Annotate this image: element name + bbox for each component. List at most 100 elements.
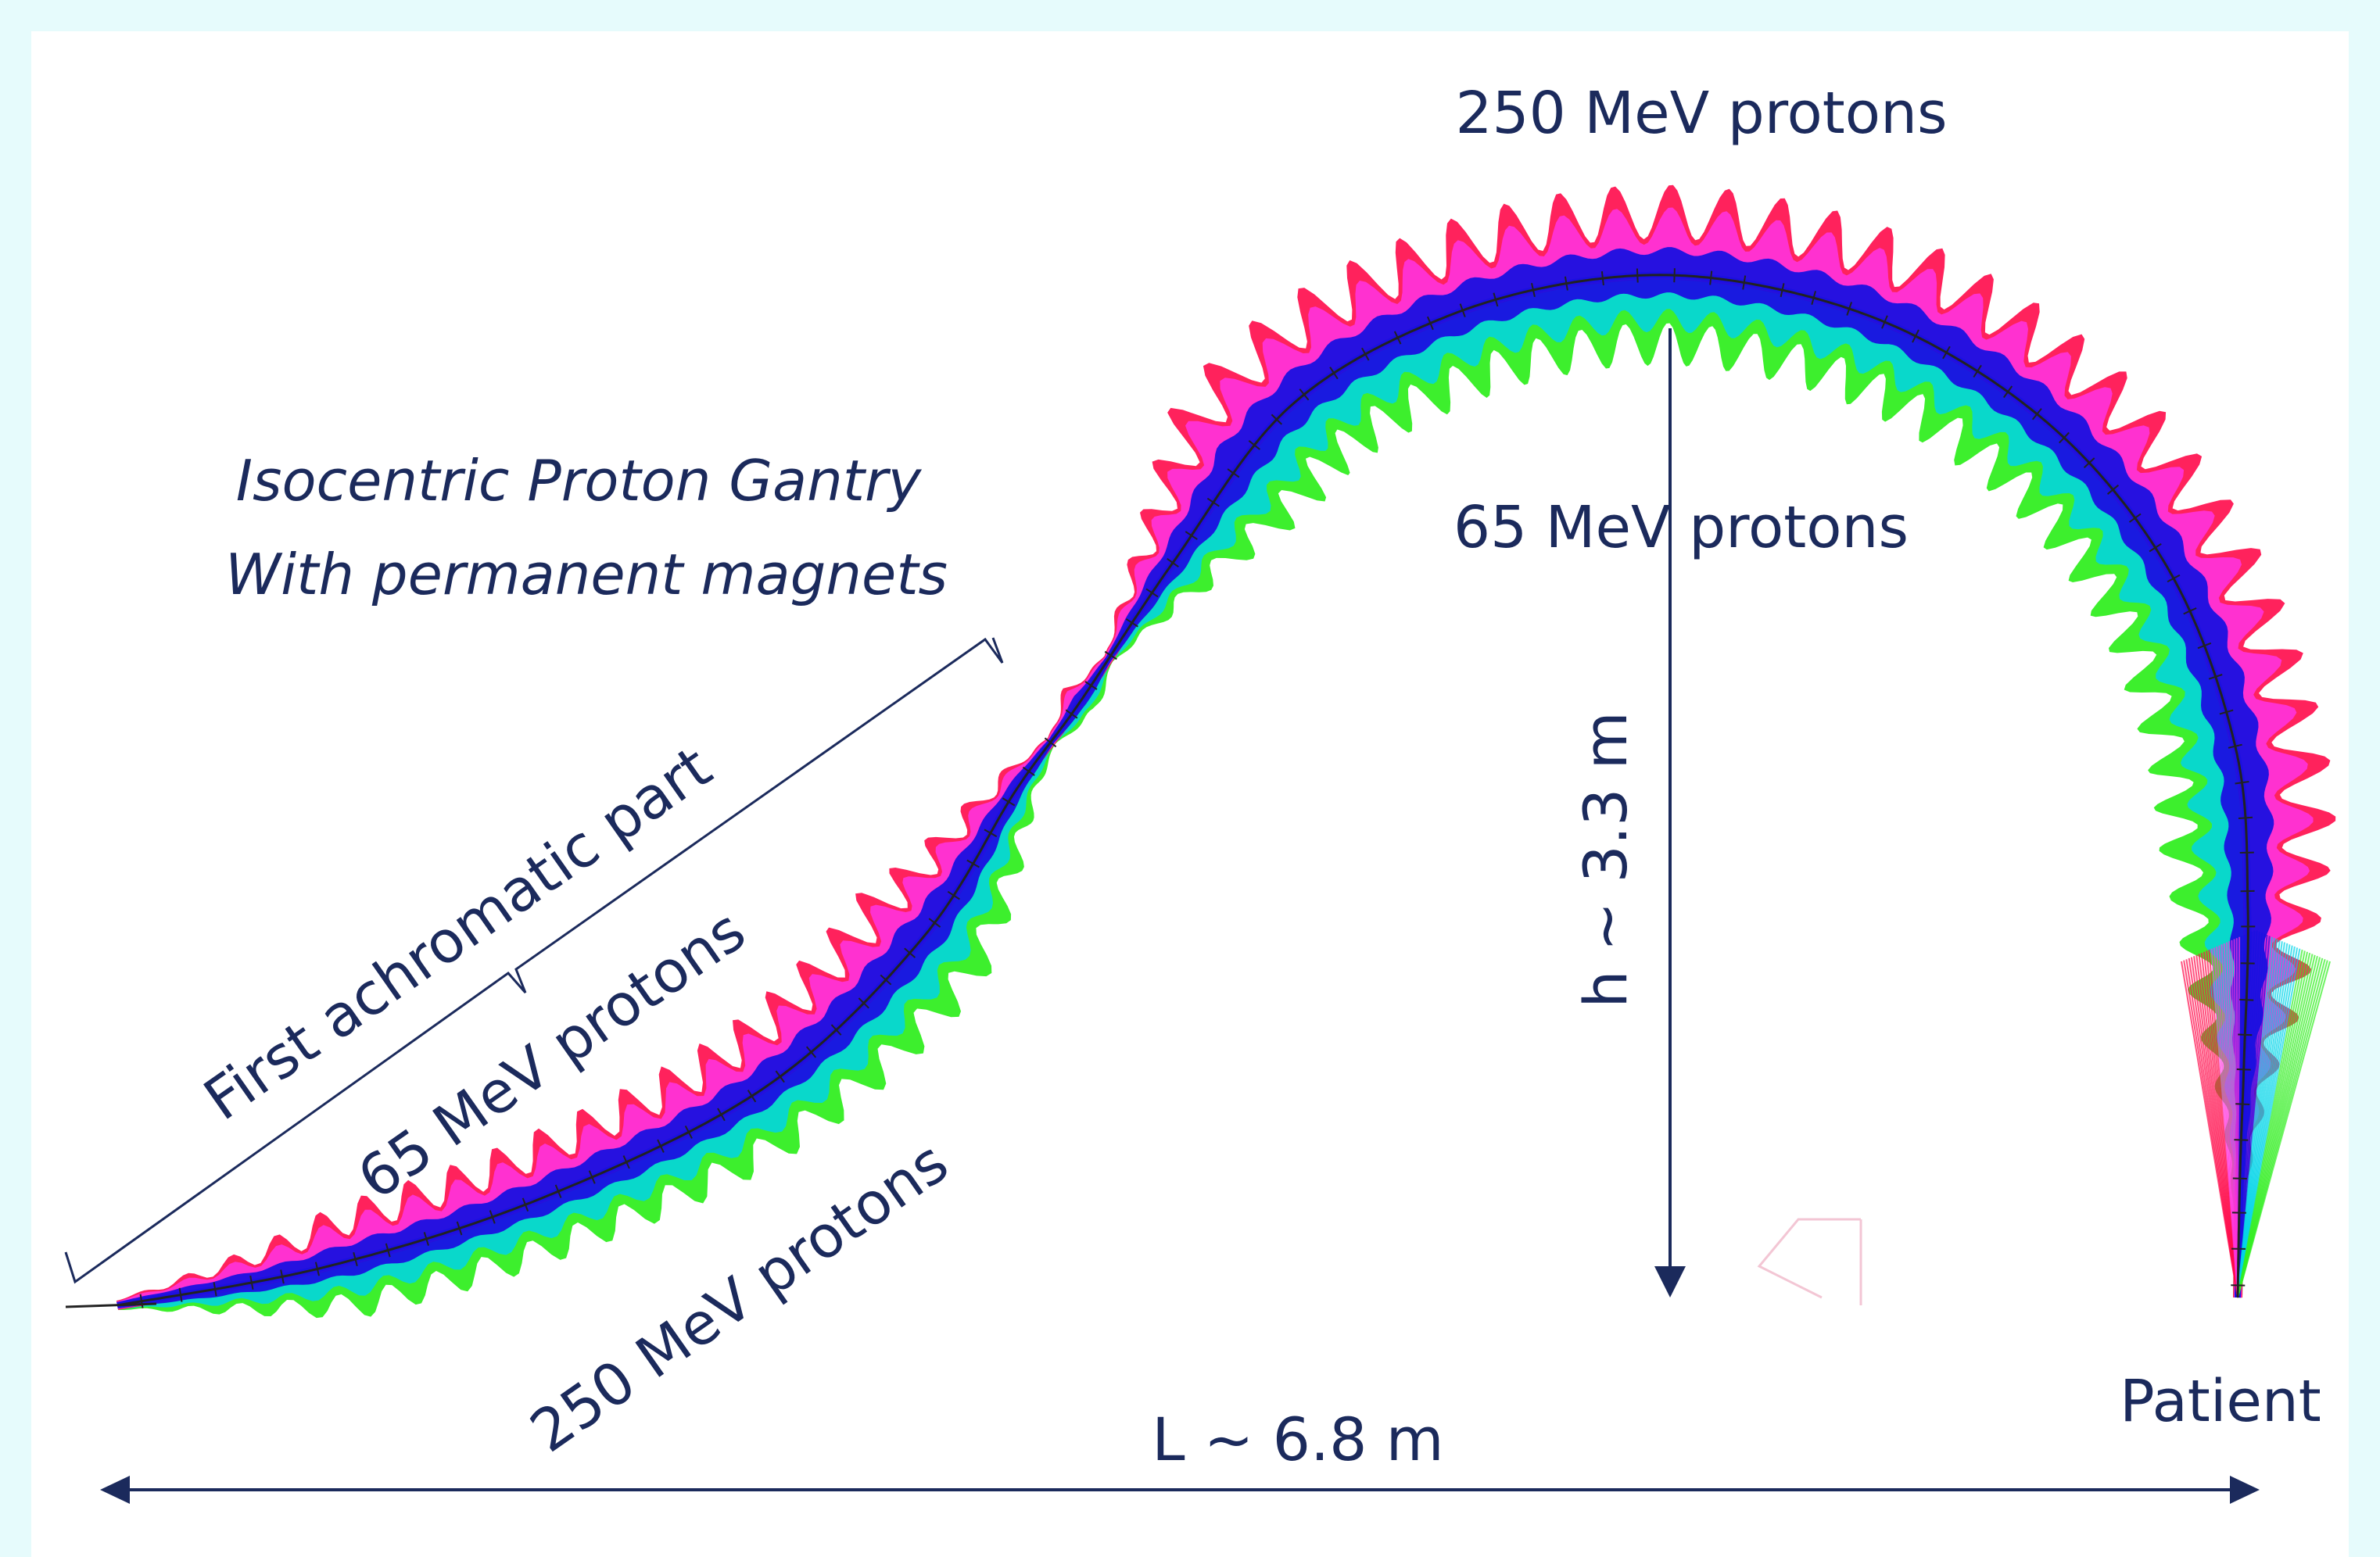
magnet-tick [717, 1108, 726, 1122]
magnet-tick [1361, 347, 1370, 361]
magnet-tick [1125, 618, 1138, 628]
diagram-title-line2: With permanent magnets [225, 542, 948, 607]
magnet-tick [1459, 303, 1466, 317]
magnet-tick [213, 1282, 217, 1297]
magnet-tick [280, 1269, 285, 1284]
magnet-tick [1329, 367, 1339, 380]
magnet-tick [805, 1046, 817, 1058]
magnet-tick [588, 1170, 596, 1184]
magnet-tick [1564, 276, 1568, 291]
patient-label: Patient [2120, 1368, 2321, 1435]
magnet-tick [2228, 743, 2242, 749]
magnet-tick [2167, 574, 2181, 583]
magnet-tick [1531, 282, 1536, 298]
magnet-tick [1022, 766, 1035, 776]
magnet-tick [1673, 268, 1676, 283]
fan-ray [2237, 961, 2331, 1298]
magnet-tick [1271, 413, 1282, 425]
magnet-tick [423, 1232, 429, 1246]
magnet-tick [880, 974, 892, 986]
magnet-tick [1065, 709, 1078, 719]
magnet-tick [858, 997, 869, 1009]
magnet-tick [1206, 497, 1220, 507]
magnet-tick [1942, 345, 1951, 360]
magnet-tick [1636, 268, 1639, 283]
magnet-tick [1846, 302, 1853, 316]
magnet-markers [65, 268, 2256, 1308]
first-achromatic-label: First achromatic part [192, 734, 723, 1134]
top-high-energy-label: 250 MeV protons [1455, 80, 1947, 147]
magnet-tick [1227, 468, 1240, 478]
magnet-tick [2031, 408, 2042, 421]
low-energy-envelope [116, 184, 2336, 1310]
length-dimension-label: L ~ 6.8 m [1152, 1405, 1443, 1474]
magnet-tick [2083, 457, 2095, 469]
diagram-title-line1: Isocentric Proton Gantry [236, 448, 923, 514]
achromatic-bracket [64, 637, 1004, 1284]
magnet-tick [1600, 270, 1604, 286]
final-focus-fan [2181, 930, 2331, 1298]
beam-envelope [116, 184, 2336, 1319]
magnet-tick [353, 1252, 358, 1266]
magnet-tick [2128, 513, 2142, 523]
magnet-tick [2002, 385, 2013, 399]
magnet-tick [385, 1243, 391, 1258]
beam-entrance [65, 1302, 157, 1308]
top-low-energy-label: 65 MeV protons [1453, 494, 1909, 561]
magnet-tick [904, 947, 916, 958]
magnet-tick [1299, 388, 1310, 401]
magnet-tick [1709, 270, 1713, 285]
magnet-tick [2235, 781, 2249, 785]
magnet-tick [966, 859, 980, 868]
magnet-tick [2106, 484, 2120, 495]
length-arrow [100, 1476, 2260, 1504]
magnet-tick [775, 1070, 785, 1083]
magnet-tick [1145, 588, 1159, 598]
magnet-tick [1002, 797, 1016, 807]
magnet-tick [947, 890, 960, 900]
magnet-tick [1426, 316, 1434, 331]
magnet-tick [554, 1184, 562, 1198]
magnet-tick [1393, 331, 1402, 345]
magnet-tick [139, 1294, 144, 1308]
magnet-tick [1248, 440, 1260, 450]
magnet-tick [1104, 650, 1117, 660]
height-dimension-label: h ~ 3.3 m [1571, 711, 1640, 1008]
magnet-tick [1185, 531, 1198, 540]
magnet-tick [1742, 275, 1747, 290]
magnet-tick [747, 1090, 757, 1103]
low-energy-inner-envelope [116, 207, 2314, 1309]
magnet-tick [456, 1221, 463, 1236]
magnet-tick [1167, 557, 1179, 568]
magnet-tick [1811, 291, 1816, 306]
magnet-tick [178, 1287, 183, 1302]
faint-sketch [1757, 1218, 1862, 1305]
magnet-tick [830, 1024, 842, 1036]
magnet-tick [928, 918, 941, 928]
magnet-tick [1493, 292, 1499, 307]
magnet-tick [2059, 431, 2070, 444]
magnet-tick [1044, 737, 1057, 748]
magnet-tick [1912, 329, 1919, 343]
magnet-tick [1780, 283, 1785, 298]
magnet-tick [1881, 315, 1888, 329]
magnet-tick [684, 1125, 693, 1139]
magnet-tick [2236, 1068, 2251, 1071]
magnet-tick [2238, 1033, 2253, 1036]
magnet-tick [1084, 681, 1098, 690]
beamline-axis [116, 274, 2249, 1307]
magnet-tick [2197, 642, 2212, 650]
magnet-tick [314, 1262, 320, 1276]
magnet-tick [522, 1197, 529, 1212]
magnet-tick [2219, 709, 2234, 715]
magnet-tick [489, 1210, 496, 1224]
magnet-tick [984, 829, 998, 838]
magnet-tick [1973, 364, 1982, 378]
magnet-tick [2208, 674, 2223, 680]
magnet-tick [622, 1155, 630, 1169]
magnet-tick [657, 1139, 665, 1153]
magnet-tick [2183, 607, 2197, 615]
magnet-tick [249, 1275, 254, 1290]
